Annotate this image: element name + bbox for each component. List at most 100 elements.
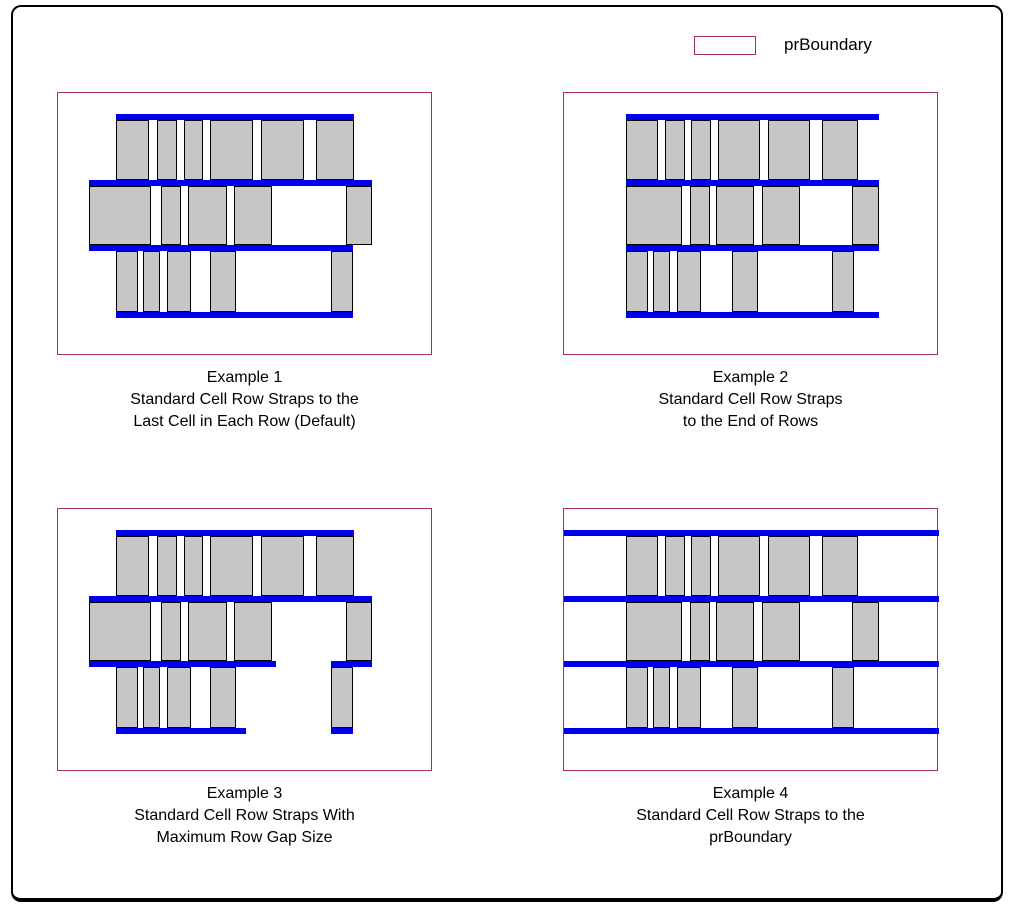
standard-cell	[716, 602, 754, 661]
standard-cell	[116, 251, 138, 312]
standard-cell	[261, 120, 304, 180]
standard-cell	[716, 186, 754, 245]
standard-cell	[143, 251, 160, 312]
row-strap	[626, 245, 879, 251]
standard-cell	[626, 602, 682, 661]
example-1-caption: Example 1 Standard Cell Row Straps to the…	[60, 367, 430, 433]
standard-cell	[832, 251, 854, 312]
standard-cell	[210, 251, 236, 312]
row-strap	[116, 728, 246, 734]
example-3-prboundary	[57, 508, 432, 771]
caption-line: Example 3	[206, 785, 283, 802]
example-1-prboundary	[57, 92, 432, 355]
standard-cell	[188, 602, 227, 661]
standard-cell	[690, 602, 710, 661]
row-strap	[331, 728, 353, 734]
example-2-prboundary	[563, 92, 938, 355]
example-2-caption: Example 2 Standard Cell Row Straps to the …	[566, 367, 936, 433]
standard-cell	[653, 251, 670, 312]
standard-cell	[161, 602, 181, 661]
standard-cell	[161, 186, 181, 245]
standard-cell	[346, 186, 372, 245]
caption-line: Maximum Row Gap Size	[156, 829, 333, 846]
caption-line: Example 4	[712, 785, 789, 802]
standard-cell	[626, 251, 648, 312]
standard-cell	[143, 667, 160, 728]
standard-cell	[331, 667, 353, 728]
standard-cell	[732, 667, 758, 728]
standard-cell	[210, 667, 236, 728]
standard-cell	[768, 536, 810, 596]
caption-line: Example 1	[206, 369, 283, 386]
row-strap	[89, 180, 372, 186]
standard-cell	[188, 186, 227, 245]
caption-line: Standard Cell Row Straps to the	[636, 807, 865, 824]
standard-cell	[626, 120, 658, 180]
standard-cell	[210, 120, 253, 180]
row-strap	[626, 312, 879, 318]
caption-line: to the End of Rows	[682, 413, 819, 430]
legend: prBoundary	[694, 35, 872, 55]
standard-cell	[167, 251, 191, 312]
caption-line: Example 2	[712, 369, 789, 386]
standard-cell	[116, 667, 138, 728]
standard-cell	[261, 536, 304, 596]
standard-cell	[822, 536, 858, 596]
standard-cell	[718, 120, 760, 180]
standard-cell	[89, 602, 151, 661]
caption-line: prBoundary	[709, 829, 792, 846]
caption-line: Standard Cell Row Straps With	[134, 807, 355, 824]
row-strap	[564, 530, 939, 536]
standard-cell	[665, 120, 685, 180]
row-strap	[89, 661, 276, 667]
standard-cell	[832, 667, 854, 728]
standard-cell	[184, 536, 203, 596]
standard-cell	[157, 120, 177, 180]
row-strap	[331, 661, 372, 667]
standard-cell	[626, 667, 648, 728]
standard-cell	[822, 120, 858, 180]
standard-cell	[167, 667, 191, 728]
standard-cell	[346, 602, 372, 661]
standard-cell	[653, 667, 670, 728]
standard-cell	[626, 186, 682, 245]
row-strap	[564, 596, 939, 602]
standard-cell	[116, 120, 149, 180]
standard-cell	[116, 536, 149, 596]
row-strap	[116, 530, 354, 536]
caption-line: Last Cell in Each Row (Default)	[133, 413, 356, 430]
standard-cell	[852, 602, 879, 661]
example-4-prboundary	[563, 508, 939, 771]
standard-cell	[234, 186, 272, 245]
standard-cell	[234, 602, 272, 661]
standard-cell	[677, 667, 701, 728]
standard-cell	[762, 186, 800, 245]
row-strap	[626, 114, 879, 120]
prboundary-label: prBoundary	[784, 35, 872, 54]
row-strap	[89, 245, 353, 251]
standard-cell	[626, 536, 658, 596]
standard-cell	[732, 251, 758, 312]
prboundary-swatch	[694, 35, 756, 55]
row-strap	[564, 728, 939, 734]
standard-cell	[316, 120, 354, 180]
example-4-caption: Example 4 Standard Cell Row Straps to the…	[566, 783, 936, 849]
row-strap	[116, 114, 354, 120]
standard-cell	[718, 536, 760, 596]
standard-cell	[762, 602, 800, 661]
standard-cell	[852, 186, 879, 245]
row-strap	[89, 596, 372, 602]
standard-cell	[691, 120, 711, 180]
standard-cell	[89, 186, 151, 245]
standard-cell	[157, 536, 177, 596]
row-strap	[564, 661, 939, 667]
standard-cell	[768, 120, 810, 180]
caption-line: Standard Cell Row Straps to the	[130, 391, 359, 408]
caption-line: Standard Cell Row Straps	[658, 391, 843, 408]
standard-cell	[184, 120, 203, 180]
row-strap	[626, 180, 879, 186]
standard-cell	[210, 536, 253, 596]
standard-cell	[331, 251, 353, 312]
